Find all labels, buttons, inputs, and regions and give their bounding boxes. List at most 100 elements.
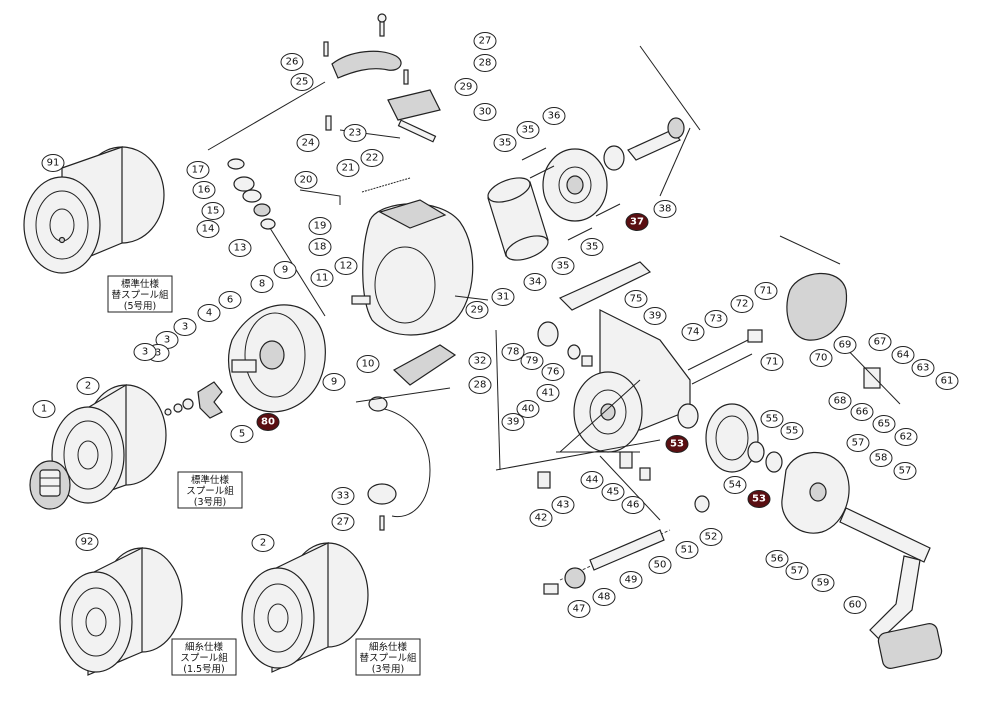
callout-circle <box>290 73 314 91</box>
callout-circle <box>76 377 100 395</box>
part-callout-8: 8 <box>250 275 274 293</box>
callout-circle <box>356 355 380 373</box>
callout-number: 11 <box>316 273 329 284</box>
callout-circle <box>760 410 784 428</box>
callout-circle <box>331 513 355 531</box>
part-callout-58: 58 <box>869 449 893 467</box>
part-callout-75: 75 <box>624 290 648 308</box>
callout-circle <box>280 53 304 71</box>
part-callout-57: 57 <box>785 562 809 580</box>
part-callout-39: 39 <box>501 413 525 431</box>
part-callout-91: 91 <box>41 154 65 172</box>
callout-circle <box>186 161 210 179</box>
part-callout-37: 37 <box>625 213 649 231</box>
callout-number: 53 <box>670 439 684 450</box>
callout-circle <box>516 400 540 418</box>
callout-circle <box>273 261 297 279</box>
part-callout-52: 52 <box>699 528 723 546</box>
part-callout-57: 57 <box>893 462 917 480</box>
part-callout-44: 44 <box>580 471 604 489</box>
callout-number: 13 <box>234 243 247 254</box>
callout-circle <box>625 213 649 231</box>
shaft-73-drawing <box>687 339 753 385</box>
callout-circle <box>197 304 221 322</box>
callout-number: 18 <box>314 242 327 253</box>
note-box <box>107 275 173 313</box>
callout-number: 39 <box>507 417 520 428</box>
callout-circle <box>468 376 492 394</box>
callout-number: 75 <box>630 294 643 305</box>
part-callout-2: 2 <box>76 377 100 395</box>
callout-number: 56 <box>771 554 784 565</box>
part-callout-79: 79 <box>520 352 544 370</box>
part-callout-56: 56 <box>765 550 789 568</box>
callout-number: 68 <box>834 396 847 407</box>
part-callout-32: 32 <box>468 352 492 370</box>
callout-circle <box>580 471 604 489</box>
callout-number: 33 <box>337 491 350 502</box>
spool-2b-drawing <box>241 542 369 673</box>
callout-number: 1 <box>41 404 47 415</box>
part-callout-61: 61 <box>935 372 959 390</box>
callout-number: 17 <box>192 165 205 176</box>
callout-circle <box>643 307 667 325</box>
callout-number: 42 <box>535 513 548 524</box>
note-line: 細糸仕様 <box>185 641 224 653</box>
callout-number: 80 <box>261 417 275 428</box>
callout-circle <box>336 159 360 177</box>
part-callout-14: 14 <box>196 220 220 238</box>
callout-number: 16 <box>198 185 211 196</box>
part-callout-73: 73 <box>704 310 728 328</box>
clip-30-drawing <box>387 69 441 121</box>
part-callout-4: 4 <box>197 304 221 322</box>
callout-circle <box>580 238 604 256</box>
callout-number: 41 <box>542 388 555 399</box>
callout-circle <box>765 550 789 568</box>
part-callout-11: 11 <box>310 269 334 287</box>
callout-number: 46 <box>627 500 640 511</box>
callout-number: 35 <box>499 138 512 149</box>
callout-number: 22 <box>366 153 379 164</box>
part-callout-78: 78 <box>501 343 525 361</box>
note-line: スプール組 <box>180 652 228 664</box>
callout-circle <box>621 496 645 514</box>
misc-parts-drawing <box>537 321 881 513</box>
callout-number: 3 <box>155 348 161 359</box>
part-callout-3: 3 <box>155 331 179 349</box>
part-callout-54: 54 <box>723 476 747 494</box>
callout-number: 9 <box>282 265 288 276</box>
callout-number: 43 <box>557 500 570 511</box>
callout-number: 59 <box>817 578 830 589</box>
callout-number: 4 <box>206 308 212 319</box>
note-line: (3号用) <box>372 664 404 675</box>
callout-circle <box>619 571 643 589</box>
callout-circle <box>529 509 553 527</box>
callout-circle <box>785 562 809 580</box>
part-callout-19: 19 <box>308 217 332 235</box>
part-callout-16: 16 <box>192 181 216 199</box>
callout-circle <box>520 352 544 370</box>
part-callout-30: 30 <box>473 103 497 121</box>
housing-36-drawing <box>542 117 685 222</box>
callout-number: 50 <box>654 560 667 571</box>
callout-circle <box>601 483 625 501</box>
callout-number: 14 <box>202 224 215 235</box>
callout-number: 76 <box>547 367 560 378</box>
part-callout-80: 80 <box>256 413 280 431</box>
callout-circle <box>523 273 547 291</box>
callout-number: 30 <box>479 107 492 118</box>
callout-circle <box>699 528 723 546</box>
callout-number: 2 <box>260 538 266 549</box>
callout-number: 66 <box>856 407 869 418</box>
part-callout-46: 46 <box>621 496 645 514</box>
part-callout-38: 38 <box>653 200 677 218</box>
part-callout-35: 35 <box>516 121 540 139</box>
part-callout-36: 36 <box>542 107 566 125</box>
part-callout-53: 53 <box>747 490 771 508</box>
callout-circle <box>192 181 216 199</box>
part-callout-29: 29 <box>465 301 489 319</box>
callout-circle <box>32 400 56 418</box>
part-callout-74: 74 <box>681 323 705 341</box>
part-callout-26: 26 <box>280 53 304 71</box>
